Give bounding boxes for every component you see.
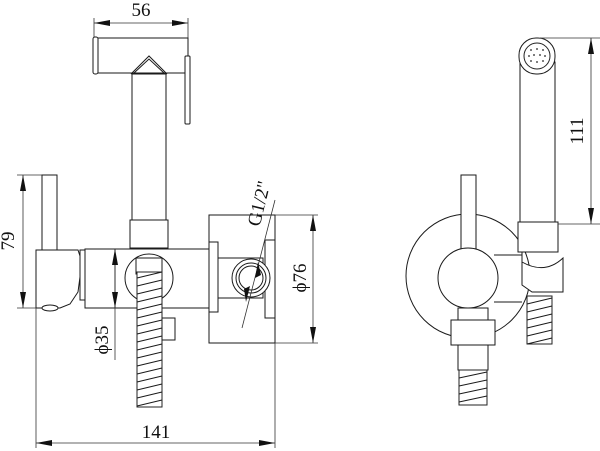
dimension-total-width: 141 (35, 308, 276, 448)
front-view: 56 79 (0, 0, 318, 448)
dimension-label: ϕ35 (92, 325, 113, 354)
hose (136, 271, 176, 408)
side-view: 111 (405, 37, 600, 406)
wall-flange (208, 214, 276, 344)
lever (460, 174, 477, 256)
dimension-label: ϕ76 (290, 263, 311, 292)
valve-knob (437, 247, 499, 309)
dimension-label: 56 (132, 0, 151, 21)
dimension-label: 141 (142, 422, 171, 443)
valve-body (35, 174, 211, 312)
dimension-thread: G1/2" (241, 179, 276, 329)
dimension-head-width: 56 (93, 0, 189, 40)
side-hose (526, 295, 553, 345)
side-outlet (450, 307, 496, 406)
dimension-holder-height: 79 (0, 174, 57, 309)
dimension-label: 79 (0, 232, 19, 251)
dimension-label: 111 (567, 117, 588, 144)
dimension-handset-length: 111 (540, 37, 600, 225)
dimension-flange-diameter: ϕ76 (275, 214, 318, 344)
handset-tube (129, 73, 169, 249)
shower-head (92, 36, 191, 125)
dimension-outlet-diameter: ϕ35 (92, 249, 118, 360)
side-handset (517, 37, 564, 293)
